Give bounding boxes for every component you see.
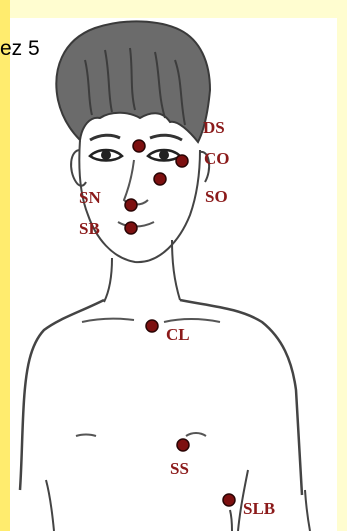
point-co-dot xyxy=(176,155,188,167)
point-ss-label: SS xyxy=(170,459,189,478)
point-so-dot xyxy=(154,173,166,185)
point-cl-dot xyxy=(146,320,158,332)
point-co-label: CO xyxy=(204,149,230,168)
point-ds-dot xyxy=(133,140,145,152)
right-shoulder xyxy=(180,300,302,495)
point-slb-dot xyxy=(223,494,235,506)
point-slb-label: SLB xyxy=(243,499,275,518)
hair xyxy=(56,21,210,142)
point-sn: SN xyxy=(79,188,137,211)
point-cl-label: CL xyxy=(166,325,190,344)
point-sn-label: SN xyxy=(79,188,101,207)
point-so: SO xyxy=(154,173,228,206)
point-ss-dot xyxy=(177,439,189,451)
point-cl: CL xyxy=(146,320,190,344)
point-sn-dot xyxy=(125,199,137,211)
point-so-label: SO xyxy=(205,187,228,206)
point-ds-label: DS xyxy=(203,118,225,137)
left-shoulder xyxy=(20,300,104,490)
point-sb: SB xyxy=(79,219,137,238)
point-ss: SS xyxy=(170,439,189,478)
point-sb-dot xyxy=(125,222,137,234)
point-sb-label: SB xyxy=(79,219,100,238)
figure-caption: ez 5 xyxy=(0,38,40,59)
